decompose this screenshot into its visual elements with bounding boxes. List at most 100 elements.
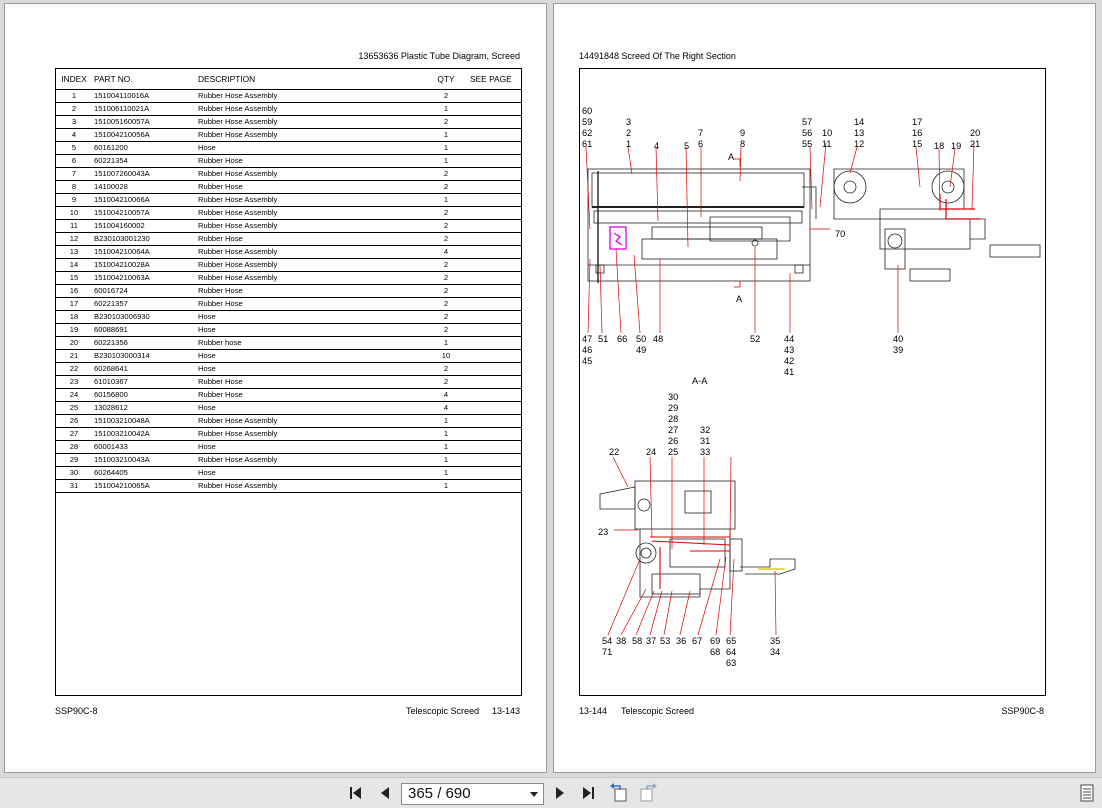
callout-label: 56 xyxy=(802,128,812,138)
cell-see-page xyxy=(466,414,521,428)
cell-description: Hose xyxy=(194,349,426,363)
left-page-header: 13653636 Plastic Tube Diagram, Screed xyxy=(358,51,520,61)
callout-label: 14 xyxy=(854,117,864,127)
callout-label: 41 xyxy=(784,367,794,377)
cell-index: 30 xyxy=(56,466,90,480)
callout-label: 48 xyxy=(653,334,663,344)
callout-label: 59 xyxy=(582,117,592,127)
callout-label: 67 xyxy=(692,636,702,646)
cell-see-page xyxy=(466,284,521,298)
cell-index: 14 xyxy=(56,258,90,272)
cell-index: 26 xyxy=(56,414,90,428)
callout-label: 35 xyxy=(770,636,780,646)
page-number-select[interactable]: 365 / 690 xyxy=(401,783,544,805)
cell-qty: 2 xyxy=(426,271,466,285)
cell-qty: 2 xyxy=(426,180,466,194)
callout-label: 21 xyxy=(970,139,980,149)
cell-description: Rubber Hose xyxy=(194,375,426,389)
viewer-toolbar: 365 / 690 xyxy=(0,777,1102,808)
right-footer-title: Telescopic Screed xyxy=(621,706,695,716)
callout-label: 25 xyxy=(668,447,678,457)
cell-see-page xyxy=(466,102,521,116)
callout-label: 20 xyxy=(970,128,980,138)
chevron-down-icon xyxy=(530,792,538,797)
back-view-icon[interactable] xyxy=(608,782,630,804)
cell-index: 16 xyxy=(56,284,90,298)
callout-label: 2 xyxy=(626,128,631,138)
callout-label: 65 xyxy=(726,636,736,646)
cell-index: 22 xyxy=(56,362,90,376)
cell-see-page xyxy=(466,258,521,272)
callout-label: 34 xyxy=(770,647,780,657)
cell-qty: 4 xyxy=(426,401,466,415)
cell-qty: 1 xyxy=(426,102,466,116)
cell-qty: 1 xyxy=(426,128,466,142)
cell-index: 21 xyxy=(56,349,90,363)
cell-description: Rubber Hose Assembly xyxy=(194,453,426,467)
callout-label: 3 xyxy=(626,117,631,127)
cell-index: 29 xyxy=(56,453,90,467)
cell-see-page xyxy=(466,310,521,324)
cell-index: 18 xyxy=(56,310,90,324)
callout-label: 13 xyxy=(854,128,864,138)
section-a-a-view xyxy=(599,480,796,598)
cell-see-page xyxy=(466,180,521,194)
cell-part-no: 151003210048A xyxy=(90,414,194,428)
callout-label: 4 xyxy=(654,141,659,151)
cell-description: Rubber Hose xyxy=(194,180,426,194)
cell-part-no: 13028612 xyxy=(90,401,194,415)
callout-label: 39 xyxy=(893,345,903,355)
callout-label: 42 xyxy=(784,356,794,366)
cell-part-no: 60221357 xyxy=(90,297,194,311)
callout-label: 38 xyxy=(616,636,626,646)
cell-qty: 1 xyxy=(426,414,466,428)
cell-description: Rubber Hose Assembly xyxy=(194,219,426,233)
cell-see-page xyxy=(466,336,521,350)
cell-description: Rubber Hose Assembly xyxy=(194,128,426,142)
cell-part-no: 151004210063A xyxy=(90,271,194,285)
cell-index: 3 xyxy=(56,115,90,129)
first-page-icon[interactable] xyxy=(345,782,367,804)
prev-page-icon[interactable] xyxy=(374,782,396,804)
section-marker-top: A xyxy=(728,152,735,162)
cell-part-no: 151003210043A xyxy=(90,453,194,467)
callout-label: 8 xyxy=(740,139,745,149)
callout-label: 51 xyxy=(598,334,608,344)
callout-label: 54 xyxy=(602,636,612,646)
col-header-description: DESCRIPTION xyxy=(194,69,426,90)
callout-label: 32 xyxy=(700,425,710,435)
callout-label: 49 xyxy=(636,345,646,355)
cell-description: Hose xyxy=(194,466,426,480)
callout-label: 53 xyxy=(660,636,670,646)
cell-qty: 2 xyxy=(426,258,466,272)
callout-label: 17 xyxy=(912,117,922,127)
parts-table-header: INDEX PART NO. DESCRIPTION QTY SEE PAGE xyxy=(56,69,521,90)
callout-label: 22 xyxy=(609,447,619,457)
cell-see-page xyxy=(466,89,521,103)
cell-qty: 1 xyxy=(426,154,466,168)
cell-see-page xyxy=(466,128,521,142)
forward-view-icon[interactable] xyxy=(637,782,659,804)
next-page-icon[interactable] xyxy=(549,782,571,804)
callout-label: 68 xyxy=(710,647,720,657)
callout-label: 64 xyxy=(726,647,736,657)
section-markers xyxy=(734,158,741,288)
cell-description: Rubber Hose xyxy=(194,154,426,168)
parts-table-frame: INDEX PART NO. DESCRIPTION QTY SEE PAGE … xyxy=(55,68,522,696)
cell-description: Rubber Hose Assembly xyxy=(194,115,426,129)
cell-description: Rubber Hose Assembly xyxy=(194,245,426,259)
cell-see-page xyxy=(466,440,521,454)
last-page-icon[interactable] xyxy=(577,782,599,804)
annotations-panel-icon[interactable] xyxy=(1076,782,1098,804)
callout-label: 37 xyxy=(646,636,656,646)
callout-label: 29 xyxy=(668,403,678,413)
right-page-header: 14491848 Screed Of The Right Section xyxy=(579,51,736,61)
cell-qty: 1 xyxy=(426,453,466,467)
cell-index: 7 xyxy=(56,167,90,181)
